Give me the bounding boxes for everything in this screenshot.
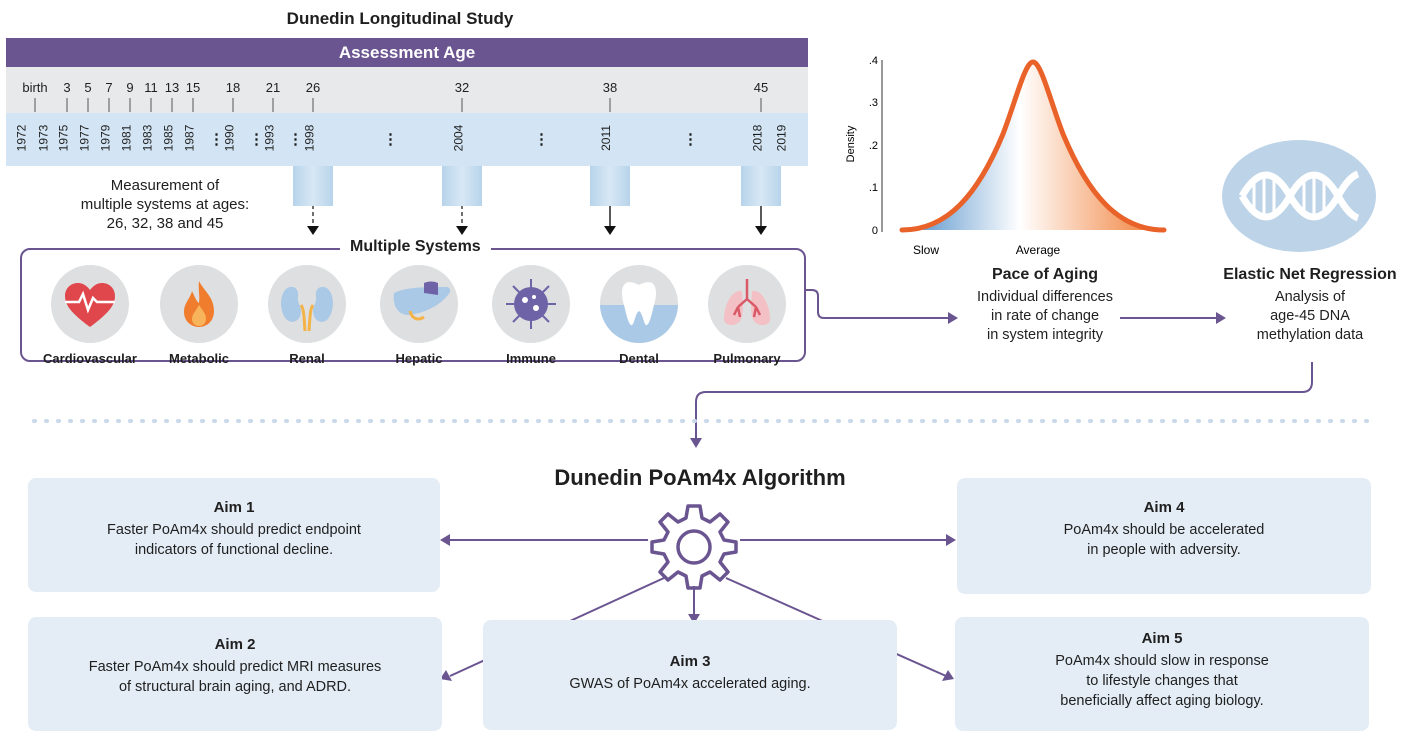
- age-label: 11: [144, 80, 158, 95]
- measurement-column-38: [590, 166, 630, 206]
- algorithm-title: Dunedin PoAm4x Algorithm: [554, 465, 846, 490]
- aim-4-card: Aim 4 PoAm4x should be accelerated in pe…: [957, 478, 1371, 594]
- enr-desc-line: age-45 DNA: [1270, 308, 1350, 324]
- system-metabolic: Metabolic: [144, 265, 254, 366]
- ellipsis-mark: ⋮: [209, 131, 224, 148]
- pace-of-aging-title: Pace of Aging: [991, 266, 1099, 283]
- aim-line: Faster PoAm4x should predict endpoint: [107, 522, 361, 538]
- aim-line: beneficially affect aging biology.: [1060, 693, 1264, 709]
- aim-5-card: Aim 5 PoAm4x should slow in response to …: [955, 617, 1369, 731]
- age-label: 13: [164, 80, 180, 95]
- ellipsis-mark: ⋮: [383, 131, 398, 148]
- pace-of-aging-desc: Individual differences in rate of change…: [940, 288, 1150, 345]
- aim-line: indicators of functional decline.: [134, 542, 334, 558]
- age-label: 15: [185, 80, 201, 95]
- enr-desc-line: Analysis of: [1274, 289, 1346, 305]
- aim-line: to lifestyle changes that: [1086, 673, 1238, 689]
- system-dental: Dental: [584, 265, 694, 366]
- measurement-line: Measurement of: [110, 177, 220, 194]
- system-hepatic: Hepatic: [364, 265, 474, 366]
- measurement-line: 26, 32, 38 and 45: [106, 215, 224, 232]
- aim-line: PoAm4x should be accelerated: [1063, 522, 1265, 538]
- measurement-column-32: [442, 166, 482, 206]
- density-fill: [902, 62, 1164, 230]
- pace-of-aging-distribution-chart: Density .4 .3 .2 .1 0 Slow Average: [845, 55, 1167, 257]
- system-label: Metabolic: [169, 351, 229, 366]
- system-pulmonary: Pulmonary: [692, 265, 802, 366]
- flame-icon: [160, 265, 238, 343]
- density-curve: [899, 59, 1167, 233]
- age-label: 3: [63, 80, 71, 95]
- system-renal: Renal: [252, 265, 362, 366]
- aim-line: in people with adversity.: [1087, 542, 1241, 558]
- aim-2-card: Aim 2 Faster PoAm4x should predict MRI m…: [28, 617, 442, 731]
- aim-title: Aim 4: [1143, 499, 1185, 516]
- gear-icon: [650, 504, 738, 590]
- age-label: 26: [305, 80, 321, 95]
- system-immune: Immune: [476, 265, 586, 366]
- aim-title: Aim 1: [213, 499, 255, 516]
- enr-desc-line: methylation data: [1256, 327, 1364, 343]
- system-label: Hepatic: [395, 351, 443, 366]
- immune-cell-icon: [492, 265, 570, 343]
- system-cardiovascular: Cardiovascular: [35, 265, 145, 366]
- system-label: Dental: [619, 351, 659, 366]
- pace-desc-line: Individual differences: [977, 289, 1113, 305]
- heart-icon: [51, 265, 129, 343]
- liver-icon: [380, 265, 458, 343]
- measurement-line: multiple systems at ages:: [80, 196, 250, 213]
- chart-ytick: .4: [869, 55, 878, 67]
- system-label: Pulmonary: [713, 351, 781, 366]
- elastic-net-desc: Analysis of age-45 DNA methylation data: [1225, 288, 1395, 345]
- ellipsis-mark: ⋮: [683, 131, 698, 148]
- aim-title: Aim 5: [1141, 630, 1183, 647]
- aim-line: Faster PoAm4x should predict MRI measure…: [88, 659, 382, 675]
- age-row: [6, 67, 808, 113]
- age-label: 18: [225, 80, 241, 95]
- aim-line: of structural brain aging, and ADRD.: [118, 679, 352, 695]
- elastic-net-title: Elastic Net Regression: [1223, 266, 1397, 283]
- aim-title: Aim 3: [669, 653, 711, 670]
- dna-icon: [1222, 140, 1376, 252]
- age-label: 45: [753, 80, 769, 95]
- measurement-column-26: [293, 166, 333, 206]
- chart-ytick: 0: [872, 225, 878, 237]
- age-label: 32: [454, 80, 470, 95]
- aim-3-card: Aim 3 GWAS of PoAm4x accelerated aging.: [483, 620, 897, 730]
- age-label: 9: [126, 80, 134, 95]
- year-row: [6, 113, 808, 166]
- aim-line: PoAm4x should slow in response: [1055, 653, 1269, 669]
- measurement-column-45: [741, 166, 781, 206]
- chart-xlabel-average: Average: [1016, 243, 1061, 257]
- ellipsis-mark: ⋮: [288, 131, 303, 148]
- assessment-age-bar: Assessment Age: [6, 38, 808, 67]
- lungs-icon: [708, 265, 786, 343]
- kidney-icon: [268, 265, 346, 343]
- measurement-note: Measurement of multiple systems at ages:…: [80, 176, 250, 233]
- chart-ytick: .2: [869, 140, 878, 152]
- systems-title: Multiple Systems: [340, 238, 491, 256]
- study-title: Dunedin Longitudinal Study: [286, 9, 514, 28]
- chart-ytick: .3: [869, 97, 878, 109]
- system-label: Cardiovascular: [43, 351, 137, 366]
- aim-1-card: Aim 1 Faster PoAm4x should predict endpo…: [28, 478, 440, 592]
- age-label: 38: [602, 80, 618, 95]
- age-label: 7: [105, 80, 113, 95]
- chart-ytick: .1: [869, 182, 878, 194]
- chart-ylabel: Density: [845, 125, 857, 162]
- aim-title: Aim 2: [214, 636, 256, 653]
- system-label: Immune: [506, 351, 556, 366]
- aim-line: GWAS of PoAm4x accelerated aging.: [569, 676, 811, 692]
- pace-desc-line: in system integrity: [986, 327, 1104, 343]
- age-label: birth: [22, 80, 48, 95]
- system-label: Renal: [289, 351, 325, 366]
- ellipsis-mark: ⋮: [249, 131, 264, 148]
- chart-xlabel-slow: Slow: [913, 243, 939, 257]
- age-label: 21: [265, 80, 281, 95]
- pace-desc-line: in rate of change: [990, 308, 1100, 324]
- ellipsis-mark: ⋮: [534, 131, 549, 148]
- age-label: 5: [84, 80, 92, 95]
